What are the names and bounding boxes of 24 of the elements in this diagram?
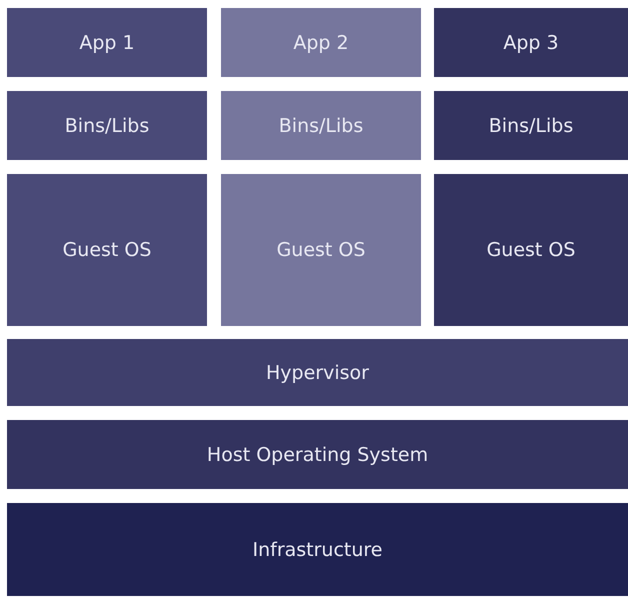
layer-label: Infrastructure bbox=[252, 538, 382, 560]
layer-label: Guest OS bbox=[486, 239, 576, 261]
guest-os-block bbox=[434, 174, 628, 326]
libraries-block bbox=[7, 91, 207, 160]
layer-label: App 1 bbox=[79, 32, 135, 54]
hypervisor-layer bbox=[7, 339, 628, 406]
layer-label: Bins/Libs bbox=[278, 114, 364, 136]
app-layer-block bbox=[7, 8, 207, 77]
layer-label: App 2 bbox=[293, 32, 349, 54]
layer-label: Bins/Libs bbox=[64, 114, 150, 136]
layer-label: Guest OS bbox=[276, 239, 366, 261]
layer-label: App 3 bbox=[503, 32, 559, 54]
layer-label: Host Operating System bbox=[206, 444, 428, 466]
host-os-layer bbox=[7, 420, 628, 489]
libraries-block bbox=[434, 91, 628, 160]
infrastructure-layer bbox=[7, 503, 628, 596]
layer-label: Bins/Libs bbox=[488, 114, 574, 136]
guest-os-block bbox=[7, 174, 207, 326]
app-layer-block bbox=[221, 8, 421, 77]
layer-label: Hypervisor bbox=[266, 362, 369, 384]
app-layer-block bbox=[434, 8, 628, 77]
guest-os-block bbox=[221, 174, 421, 326]
libraries-block bbox=[221, 91, 421, 160]
layer-label: Guest OS bbox=[62, 239, 152, 261]
